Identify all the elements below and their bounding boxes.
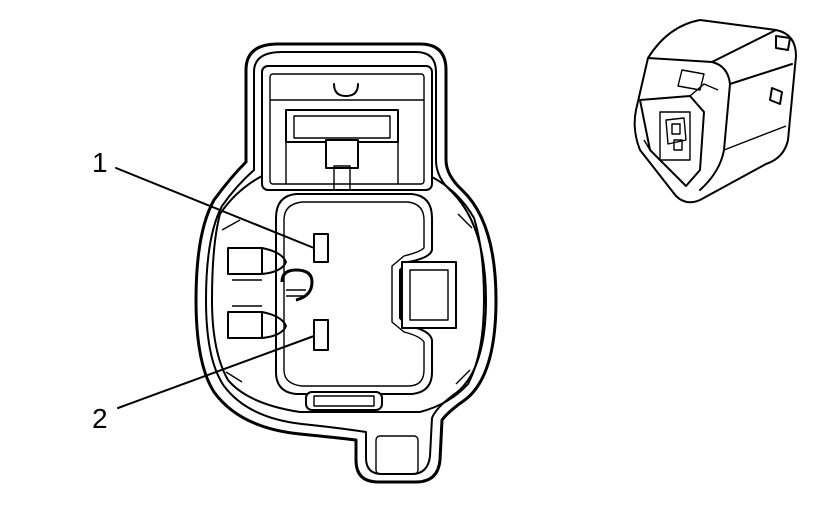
left-ribs <box>227 247 287 339</box>
bottom-tab <box>305 391 383 411</box>
callouts: 1 2 <box>92 147 315 434</box>
connector-seal-ring <box>211 175 485 413</box>
latch-notch <box>333 83 359 97</box>
callout-line-2 <box>117 335 315 409</box>
terminal-1 <box>313 233 329 263</box>
latch-window <box>285 109 399 143</box>
side-lock <box>401 261 457 329</box>
terminal-2 <box>313 319 329 351</box>
callout-number-1: 1 <box>92 147 108 178</box>
connector-inner-outline <box>205 51 487 475</box>
connector-face-view <box>194 42 498 484</box>
connector-isometric-view <box>633 19 797 204</box>
callout-line-1 <box>115 167 315 249</box>
latch-tab <box>325 139 359 169</box>
bottom-key <box>375 435 419 475</box>
connector-outer-housing <box>194 42 498 484</box>
center-key <box>280 268 314 302</box>
callout-number-2: 2 <box>92 403 108 434</box>
